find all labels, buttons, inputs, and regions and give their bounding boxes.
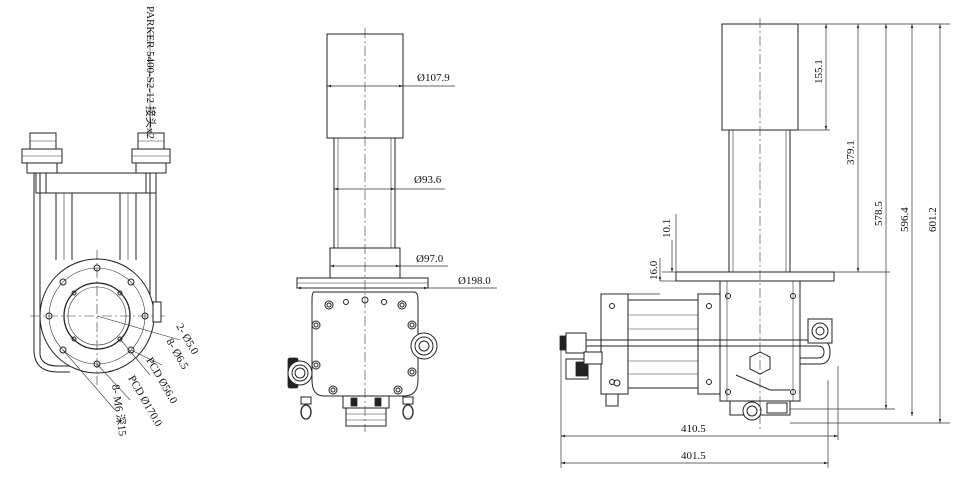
dim-578-5: 578.5 [873,201,885,226]
vertical-dimensions: 155.1 379.1 578.5 596.4 601.2 [790,23,950,424]
dim-dia-93-6: Ø93.6 [414,174,442,186]
callout-m6-thread: 8- M6 深15 [109,384,129,438]
middle-view: Ø107.9 Ø93.6 Ø97.0 Ø198.0 [287,28,497,432]
fitting-right [131,132,171,174]
dim-410-5: 410.5 [681,423,706,435]
right-view: 155.1 379.1 578.5 596.4 601.2 10.1 16.0 … [559,18,950,468]
fitting-left [21,132,63,174]
dim-401-5: 401.5 [681,450,706,462]
side-fittings [559,332,603,380]
dim-596-4: 596.4 [899,207,911,232]
left-view: PARKER 5400-S2-12 接头x2 2- Ø5.0 8- Ø6.5 P… [21,6,201,438]
port-left [287,357,313,389]
body-bolts [311,296,417,395]
left-view-note: PARKER 5400-S2-12 接头x2 [144,6,157,139]
dim-16-0: 16.0 [648,260,660,280]
dim-dia-107-9: Ø107.9 [417,72,450,84]
dim-155-1: 155.1 [813,59,825,84]
dim-dia-97: Ø97.0 [416,253,444,265]
dim-10-1: 10.1 [661,219,673,238]
dim-601-2: 601.2 [927,207,939,232]
horizontal-dimensions: 410.5 401.5 [560,350,839,468]
side-dimensions: 10.1 16.0 [601,214,677,295]
dim-379-1: 379.1 [845,140,857,165]
port-right [410,332,438,360]
dim-dia-198: Ø198.0 [458,275,491,287]
